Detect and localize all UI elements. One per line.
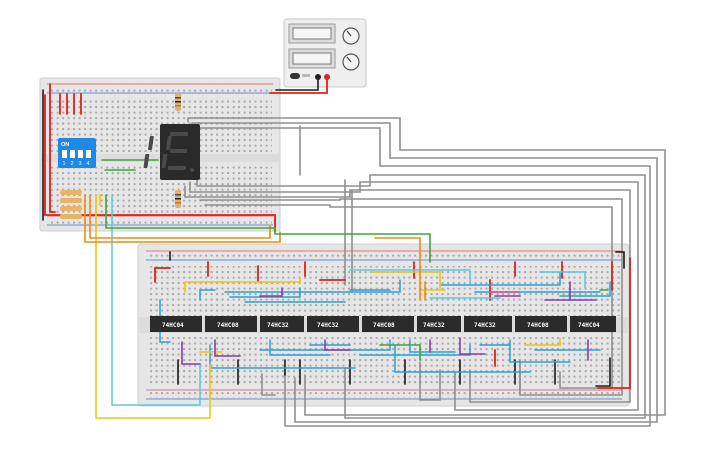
chip-label: 74HC32: [474, 322, 496, 329]
chip-74hc32-c[interactable]: 74HC32: [417, 316, 461, 332]
chip-label: 74HC32: [423, 322, 445, 329]
chip-label: 74HC08: [527, 322, 549, 329]
dip-number: 3: [79, 161, 82, 167]
chip-74hc04-a[interactable]: 74HC04: [150, 316, 202, 332]
blue-wires: [159, 271, 611, 373]
segment-digit-icon: [143, 132, 194, 172]
cyan-wires: [111, 194, 586, 406]
chip-74hc32-d[interactable]: 74HC32: [464, 316, 512, 332]
red-wires: [44, 79, 631, 389]
green-wires: [101, 159, 609, 361]
resistor-group-switch: [60, 190, 82, 219]
chip-label: 74HC08: [373, 322, 395, 329]
dip-on-label: ON: [61, 142, 69, 148]
dip-toggle-1[interactable]: [62, 150, 67, 158]
yellow-wires: [95, 194, 561, 419]
orange-wires: [84, 194, 426, 301]
purple-wires: [181, 281, 597, 365]
power-supply[interactable]: [283, 18, 367, 88]
gray-wires: [184, 117, 666, 427]
negative-terminal-icon[interactable]: [315, 74, 321, 80]
dip-toggle-2[interactable]: [70, 150, 75, 158]
dip-toggle-3[interactable]: [78, 150, 83, 158]
dip-number: 4: [87, 161, 90, 167]
resistor-group-top: [175, 93, 181, 208]
black-wires: [42, 79, 625, 387]
chip-row: 74HC04 74HC08 74HC32 74HC32 74HC08 74HC3…: [150, 316, 616, 332]
chip-74hc32-a[interactable]: 74HC32: [260, 316, 304, 332]
chip-74hc08-a[interactable]: 74HC08: [205, 316, 257, 332]
chip-74hc08-c[interactable]: 74HC08: [515, 316, 567, 332]
dip-number: 2: [71, 161, 74, 167]
dip-switch[interactable]: ON 1 2 3 4: [58, 138, 96, 168]
seven-segment-display[interactable]: [143, 124, 200, 180]
chip-label: 74HC32: [317, 322, 339, 329]
dip-number: 1: [63, 161, 66, 167]
positive-terminal-icon[interactable]: [324, 74, 330, 80]
dip-toggle-4[interactable]: [86, 150, 91, 158]
chip-74hc04-b[interactable]: 74HC04: [570, 316, 616, 332]
chip-label: 74HC08: [217, 322, 239, 329]
chip-74hc08-b[interactable]: 74HC08: [362, 316, 414, 332]
chip-label: 74HC04: [578, 322, 600, 329]
chip-label: 74HC04: [162, 322, 184, 329]
chip-label: 74HC32: [267, 322, 289, 329]
chip-74hc32-b[interactable]: 74HC32: [307, 316, 359, 332]
